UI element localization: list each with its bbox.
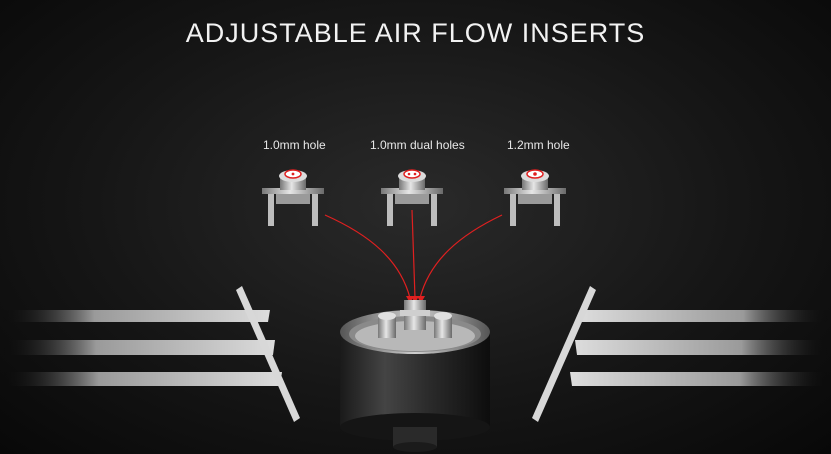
left-decor-stripes [0,286,300,422]
insert-1-0mm-dual-holes [381,169,443,226]
rba-deck-base [340,300,490,452]
insert-label-1-2mm-hole: 1.2mm hole [507,138,570,152]
insert-1-2mm-hole [504,169,566,226]
insert-1-0mm-hole [262,169,324,226]
insert-label-1-0mm-dual-holes: 1.0mm dual holes [370,138,465,152]
red-arrow-heads [406,296,425,303]
page-title: ADJUSTABLE AIR FLOW INSERTS [185,18,646,48]
red-guide-lines [324,209,503,299]
right-decor-stripes [532,286,831,422]
insert-label-1-0mm-hole: 1.0mm hole [263,138,326,152]
